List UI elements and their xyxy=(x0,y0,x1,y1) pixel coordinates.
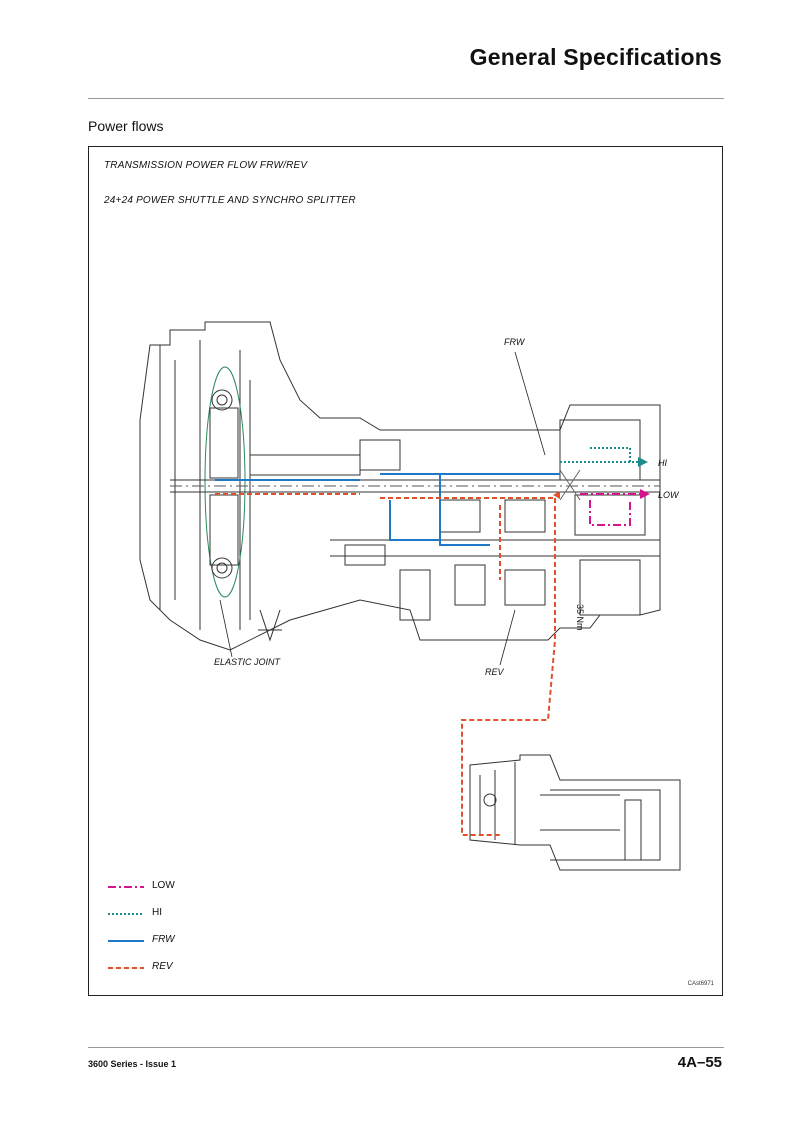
figure-frame xyxy=(88,146,723,996)
footer-rule xyxy=(88,1047,724,1048)
legend-item-frw: FRW xyxy=(108,934,248,948)
footer-series: 3600 Series - Issue 1 xyxy=(88,1059,177,1069)
page-header-title: General Specifications xyxy=(469,44,722,70)
footer-page-number: 4A–55 xyxy=(677,1054,722,1071)
legend-line-frw-icon xyxy=(108,940,144,942)
legend-item-hi: HI xyxy=(108,907,248,921)
callout-hi: HI xyxy=(658,458,667,468)
legend-line-hi-icon xyxy=(108,913,144,915)
legend-item-rev: REV xyxy=(108,961,248,975)
legend-item-low: LOW xyxy=(108,880,248,894)
legend-label-frw: FRW xyxy=(152,934,175,945)
legend-label-rev: REV xyxy=(152,961,173,972)
header-rule xyxy=(88,98,724,99)
callout-frw: FRW xyxy=(504,337,525,347)
callout-torque: 35 Nm xyxy=(575,604,585,631)
section-title: Power flows xyxy=(88,118,164,134)
figure-reference-code: CAst6971 xyxy=(687,981,714,987)
legend-line-rev-icon xyxy=(108,967,144,969)
figure-caption-line2: 24+24 POWER SHUTTLE AND SYNCHRO SPLITTER xyxy=(104,195,356,206)
legend-label-hi: HI xyxy=(152,907,162,918)
callout-low: LOW xyxy=(658,490,679,500)
figure-caption-line1: TRANSMISSION POWER FLOW FRW/REV xyxy=(104,160,308,171)
callout-rev: REV xyxy=(485,667,504,677)
callout-elastic-joint: ELASTIC JOINT xyxy=(214,657,281,667)
legend-line-low-icon xyxy=(108,886,144,888)
legend-label-low: LOW xyxy=(152,880,175,891)
